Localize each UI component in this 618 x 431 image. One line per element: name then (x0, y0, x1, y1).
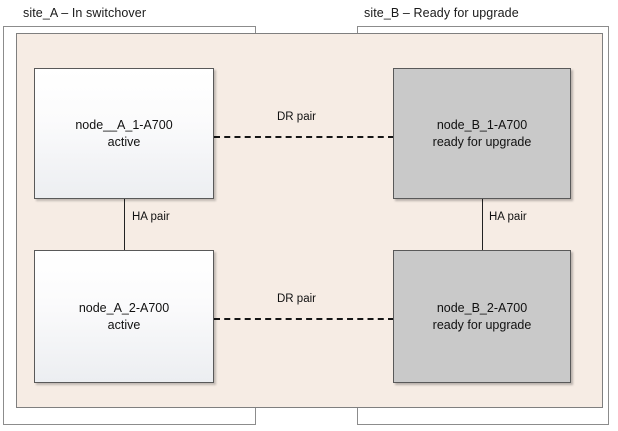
node-b1-name: node_B_1-A700 (436, 117, 528, 132)
node-b1-state: ready for upgrade (432, 134, 532, 149)
site-a-title: site_A – In switchover (23, 6, 147, 20)
node-a2-name: node_A_2-A700 (78, 300, 170, 315)
node-b2-name: node_B_2-A700 (436, 300, 528, 315)
dr-pair-label-2: DR pair (277, 293, 316, 305)
node-a1-state: active (107, 134, 141, 149)
node-box-a2[interactable]: node_A_2-A700 active (34, 250, 214, 383)
site-b-title: site_B – Ready for upgrade (364, 6, 519, 20)
node-a2-state: active (107, 317, 141, 332)
ha-pair-label-site-b: HA pair (489, 211, 527, 223)
ha-pair-label-site-a: HA pair (132, 211, 170, 223)
node-box-a1[interactable]: node__A_1-A700 active (34, 68, 214, 199)
dr-pair-connector-1 (214, 136, 394, 138)
ha-pair-connector-site-a (124, 199, 125, 250)
node-a1-name: node__A_1-A700 (75, 117, 173, 132)
node-box-b2[interactable]: node_B_2-A700 ready for upgrade (393, 250, 571, 383)
ha-pair-connector-site-b (482, 199, 483, 250)
node-b2-state: ready for upgrade (432, 317, 532, 332)
dr-pair-label-1: DR pair (277, 111, 316, 123)
dr-pair-connector-2 (214, 318, 394, 320)
node-box-b1[interactable]: node_B_1-A700 ready for upgrade (393, 68, 571, 199)
